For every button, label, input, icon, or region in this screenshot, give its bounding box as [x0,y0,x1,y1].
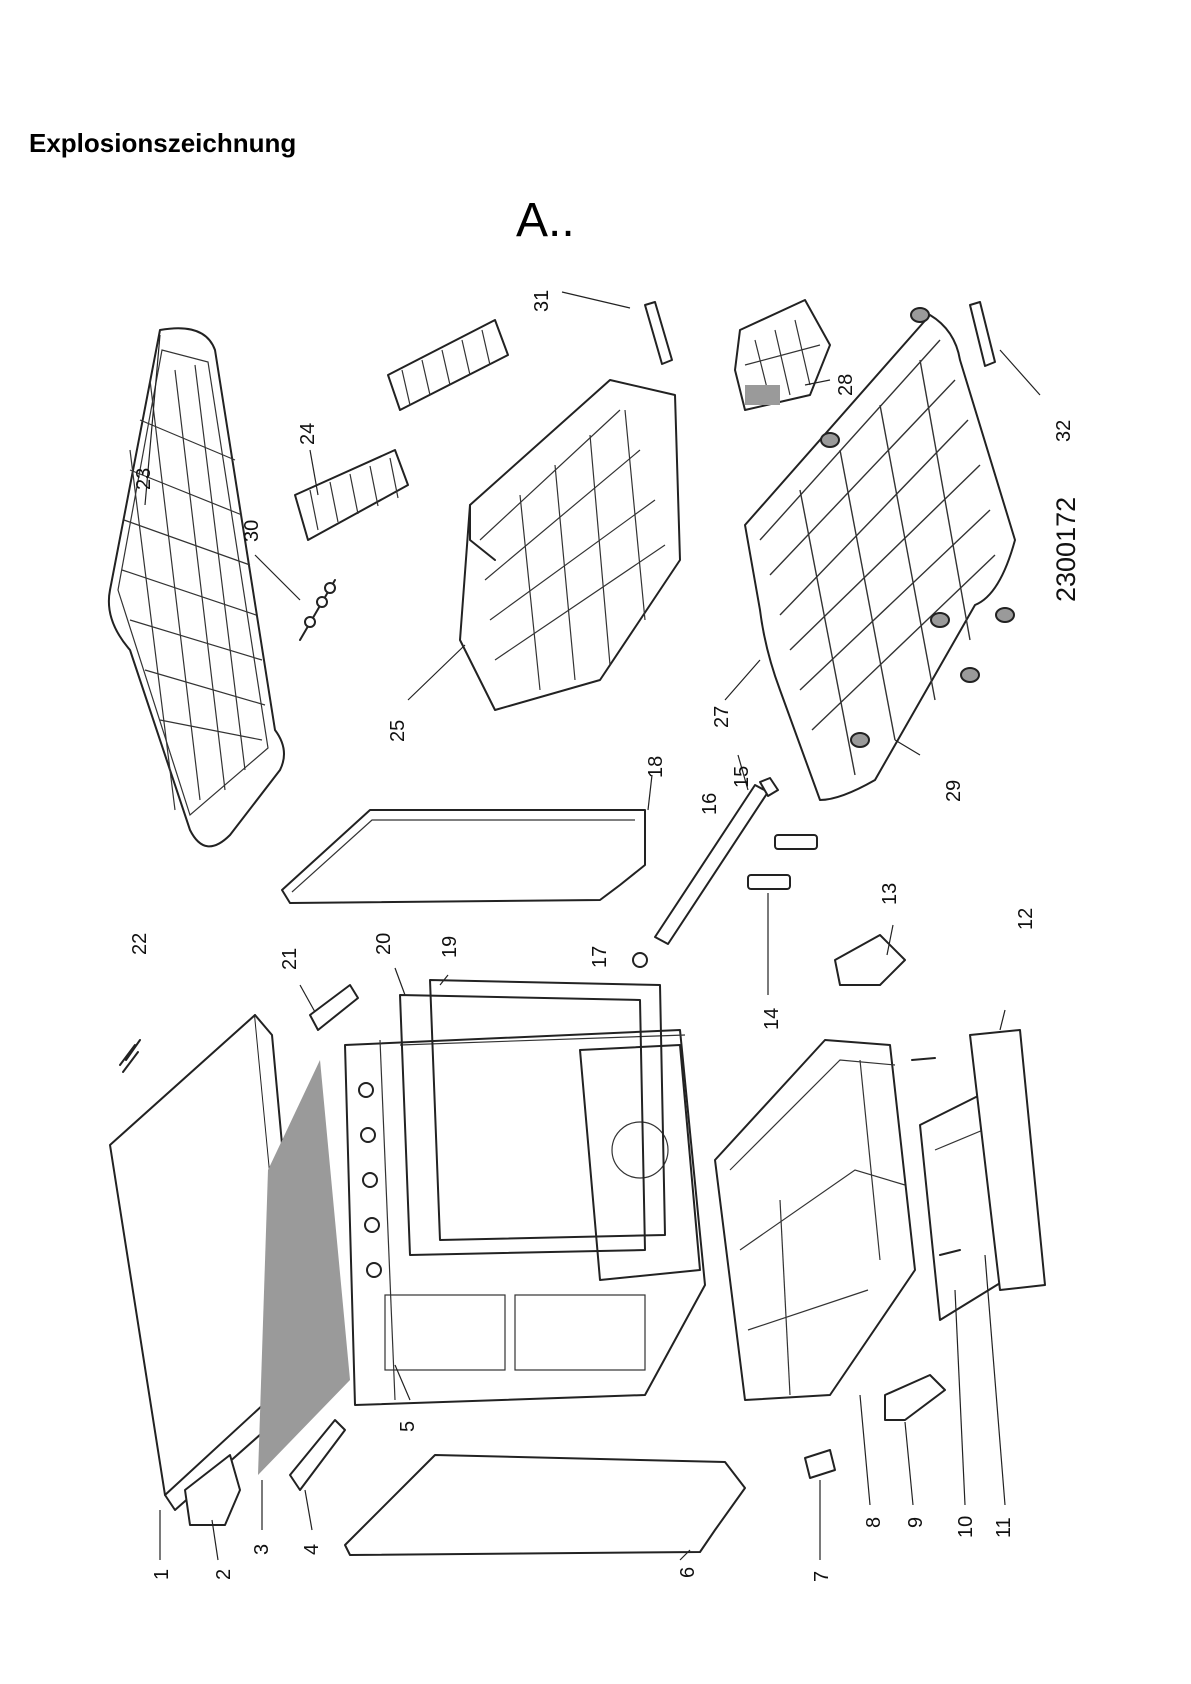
callout-31: 31 [531,290,553,312]
drawing-number: 2300172 [1051,497,1081,602]
part-30-axle [299,579,336,641]
callout-14: 14 [761,1008,783,1030]
part-13-plate [834,934,906,986]
part-7-valve [804,1449,836,1479]
callout-10: 10 [955,1516,977,1538]
leader-19 [439,974,449,986]
leader-6 [679,1549,691,1561]
callout-4: 4 [301,1544,323,1555]
leader-24 [309,449,319,496]
leader-13 [886,924,894,956]
leader-32 [999,349,1041,396]
callout-15: 15 [731,766,753,788]
callout-12: 12 [1015,908,1037,930]
leader-27 [724,659,761,701]
leader-4 [304,1489,313,1531]
callout-17: 17 [589,946,611,968]
part-11-screws [911,1057,961,1256]
part-5-tub [344,1029,706,1406]
part-2-handle [184,1454,241,1526]
leader-16 [737,754,749,791]
part-21-dispenser [309,984,359,1031]
callout-1: 1 [151,1569,173,1580]
model-variant-label: A.. [516,194,575,247]
part-24-cutlery-inserts [294,319,509,541]
callout-20: 20 [373,933,395,955]
callout-23: 23 [133,468,155,490]
callout-8: 8 [863,1517,885,1528]
part-12-kickplate [969,1029,1046,1291]
leader-8 [859,1394,871,1506]
part-32-rail [969,301,996,367]
page-title: Explosionszeichnung [29,128,297,158]
callout-18: 18 [645,756,667,778]
leader-30 [254,554,301,601]
leader-12 [999,1009,1006,1031]
leader-21 [299,984,316,1013]
part-15-clip [759,777,779,797]
callout-16: 16 [699,793,721,815]
part-22-spring [119,1039,141,1073]
part-4-hinge [289,1419,346,1491]
callout-29: 29 [943,780,965,802]
part-17-clip [632,952,648,968]
leader-10 [954,1289,966,1506]
callout-25: 25 [387,720,409,742]
part-9-plate [884,1374,946,1421]
part-18-side-panel [281,809,646,904]
callout-24: 24 [297,423,319,445]
callout-32: 32 [1053,420,1075,442]
part-14-hinge-brackets [747,834,818,890]
callout-5: 5 [397,1421,419,1432]
callout-7: 7 [811,1571,833,1582]
callout-19: 19 [439,936,461,958]
part-23-cutlery-rack [107,327,285,848]
callout-21: 21 [279,948,301,970]
callout-28: 28 [835,374,857,396]
part-6-side-panel [344,1454,746,1556]
leader-23 [144,334,161,506]
part-28-cutlery-basket [734,299,831,411]
leader-29 [894,739,921,756]
leader-31 [561,291,631,309]
leader-28 [804,379,831,386]
callout-3: 3 [251,1544,273,1555]
part-31-rail [644,301,673,365]
callout-9: 9 [905,1517,927,1528]
callout-22: 22 [129,933,151,955]
leader-25 [407,644,466,701]
leader-9 [904,1421,914,1506]
callout-11: 11 [993,1517,1015,1538]
leader-5 [394,1364,411,1401]
part-27-lower-basket [744,307,1016,801]
leader-20 [394,967,406,996]
part-19-seal [429,979,666,1241]
callout-27: 27 [711,706,733,728]
callout-2: 2 [213,1569,235,1580]
callout-13: 13 [879,883,901,905]
part-8-base [714,1039,916,1401]
leader-11 [984,1254,1006,1506]
part-25-upper-basket [459,379,681,711]
leader-18 [647,774,653,811]
callout-30: 30 [241,520,263,542]
part-3-insulation [258,1060,350,1475]
part-20-seal [399,994,646,1256]
callout-6: 6 [677,1567,699,1578]
leader-2 [211,1519,219,1561]
